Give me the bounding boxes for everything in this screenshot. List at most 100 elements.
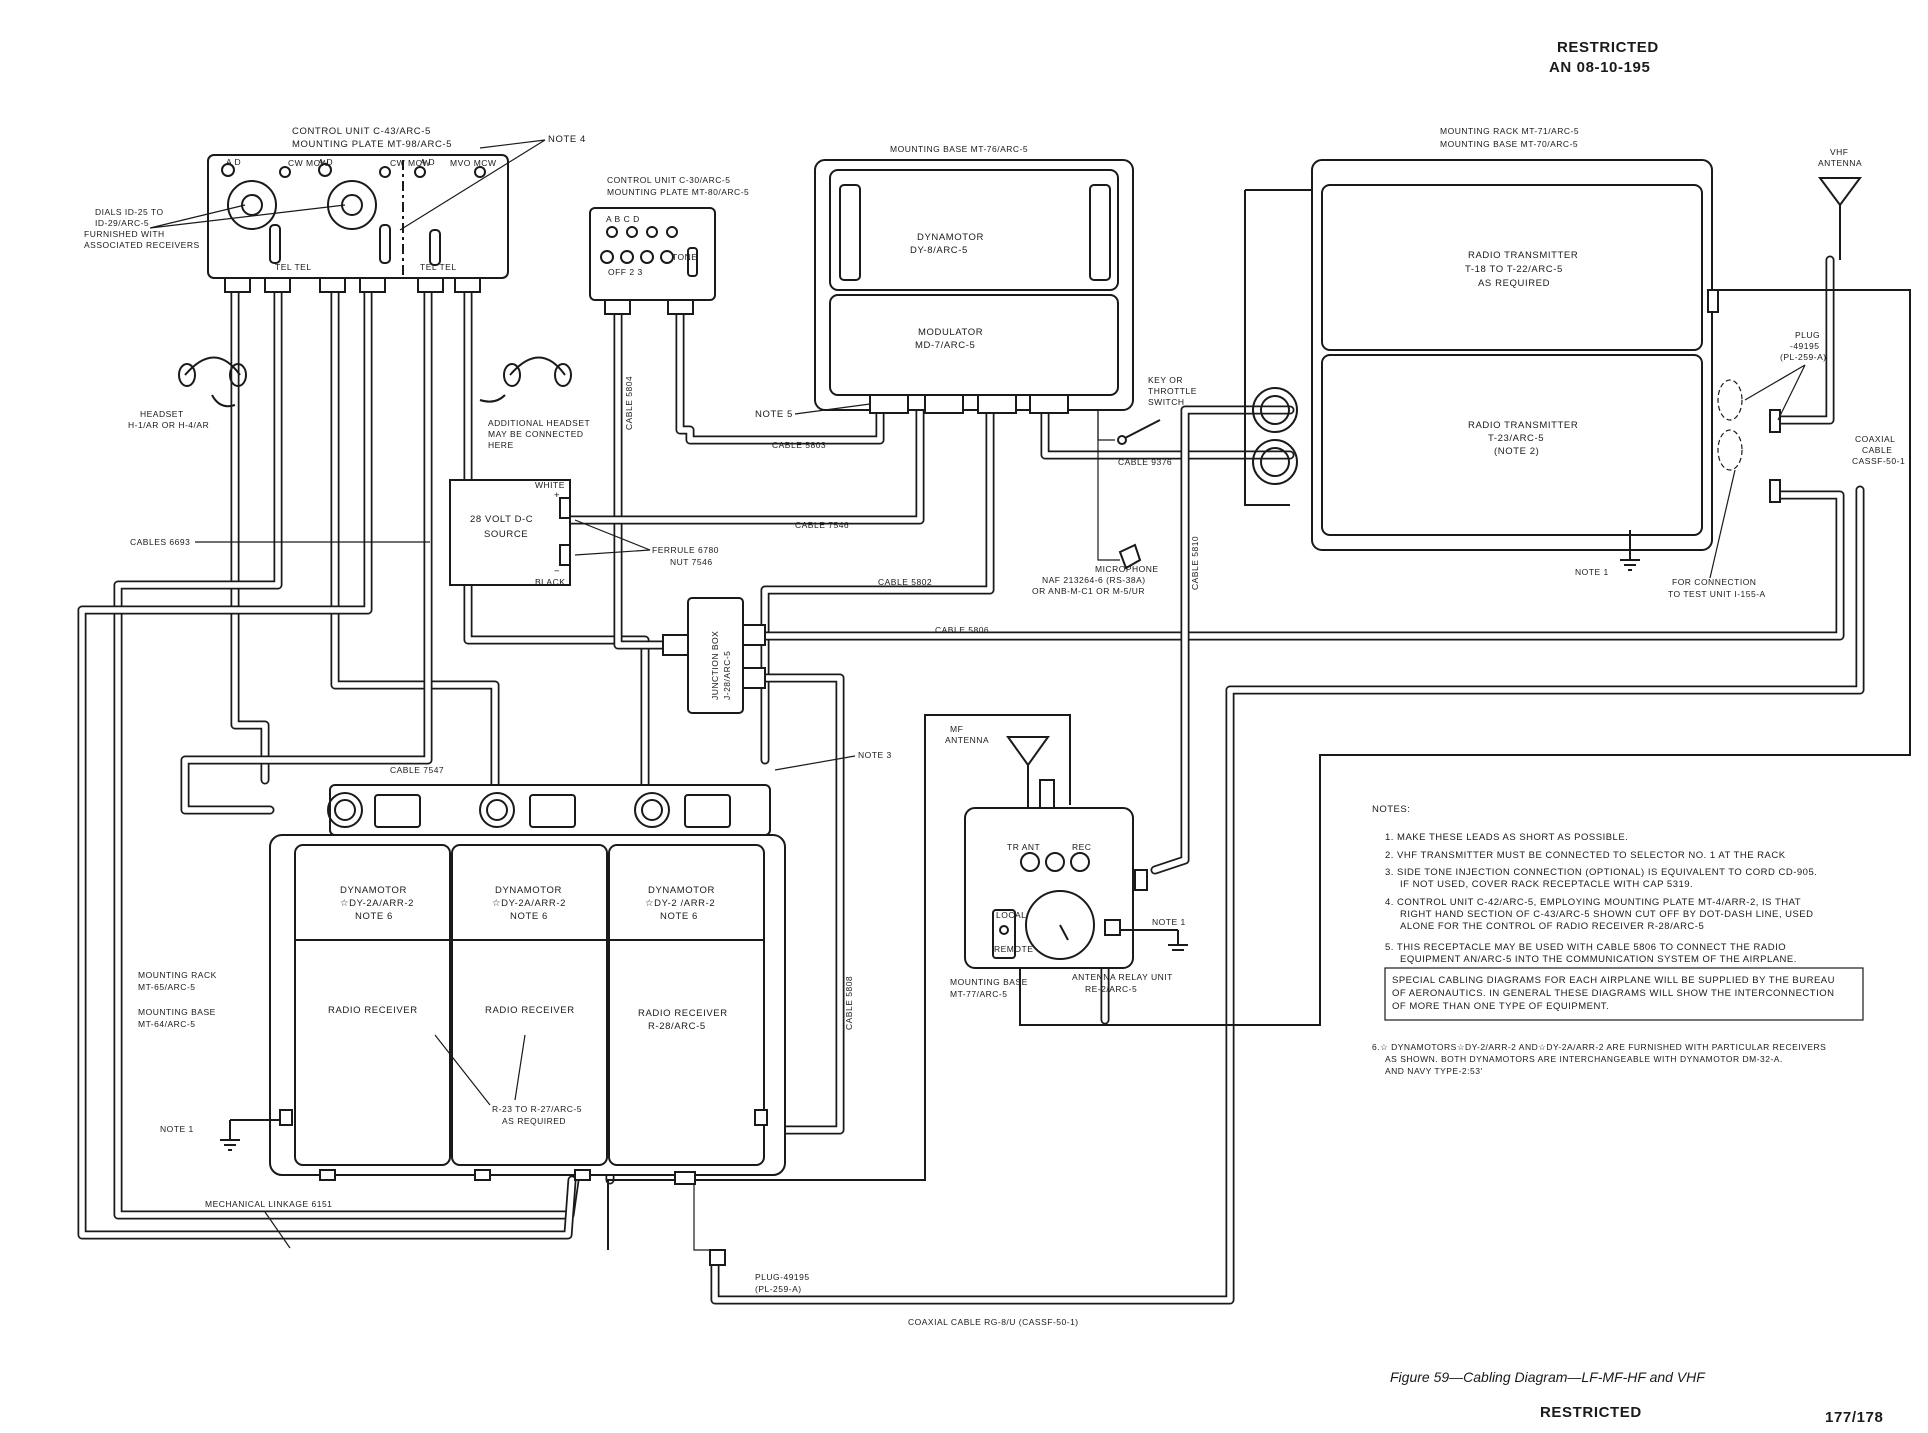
antenna-relay-label-1: ANTENNA RELAY UNIT: [1072, 972, 1173, 982]
coaxial-right-label-1: COAXIAL: [1855, 434, 1895, 444]
dynamotor-1-label-1: DYNAMOTOR: [340, 885, 407, 896]
additional-headset-icon: [479, 356, 572, 403]
key-switch-label-2: THROTTLE: [1148, 386, 1197, 396]
mounting-rack-mt65-label-5: MT-64/ARC-5: [138, 1019, 195, 1029]
svg-text:TEL TEL: TEL TEL: [420, 262, 457, 272]
rec-label: REC: [1072, 842, 1091, 852]
mounting-rack-mt71: [1252, 159, 1781, 571]
transmitter-1-label-2: T-18 TO T-22/ARC-5: [1465, 264, 1563, 275]
plug-top-label-1: PLUG: [1795, 330, 1820, 340]
cable-7546-label: CABLE 7546: [795, 520, 849, 530]
key-switch-label-1: KEY OR: [1148, 375, 1183, 385]
junction-box-label-1: JUNCTION BOX: [710, 631, 720, 700]
mounting-base-mt77-label-2: MT-77/ARC-5: [950, 989, 1007, 999]
key-switch-icon: [1117, 419, 1161, 445]
headset-icon: [178, 356, 247, 408]
note3-label: NOTE 3: [858, 750, 892, 760]
coaxial-bottom-label: COAXIAL CABLE RG-8/U (CASSF-50-1): [908, 1317, 1079, 1327]
receiver-selector-bar: [327, 784, 771, 836]
vhf-antenna-label-2: ANTENNA: [1818, 158, 1862, 168]
receiver-3-label-1: RADIO RECEIVER: [638, 1008, 728, 1019]
svg-text:TEL TEL: TEL TEL: [275, 262, 312, 272]
antenna-relay-label-2: RE-2/ARC-5: [1085, 984, 1137, 994]
cable-runs: [77, 255, 1865, 1305]
note-4-line-2: RIGHT HAND SECTION OF C-43/ARC-5 SHOWN C…: [1400, 909, 1814, 920]
headset-label-2: H-1/AR OR H-4/AR: [128, 420, 209, 430]
transmitter-2-label-3: (NOTE 2): [1494, 446, 1539, 457]
plug-top-label-2: -49195: [1790, 341, 1819, 351]
additional-headset-label-2: MAY BE CONNECTED: [488, 429, 584, 439]
cable-5804-label: CABLE 5804: [624, 376, 634, 430]
doc-number: AN 08-10-195: [1549, 59, 1650, 76]
junction-box: JUNCTION BOX J-28/ARC-5: [662, 597, 766, 714]
note-6-line-2: AS SHOWN. BOTH DYNAMOTORS ARE INTERCHANG…: [1385, 1054, 1783, 1064]
note-2-line-1: 2. VHF TRANSMITTER MUST BE CONNECTED TO …: [1385, 850, 1786, 861]
headset-label-1: HEADSET: [140, 409, 184, 419]
svg-text:OFF 2 3: OFF 2 3: [608, 267, 643, 277]
svg-text:CW MCW: CW MCW: [390, 158, 431, 168]
svg-text:CW MCW: CW MCW: [288, 158, 329, 168]
coaxial-right-label-2: CABLE: [1862, 445, 1892, 455]
note-5-line-1: 5. THIS RECEPTACLE MAY BE USED WITH CABL…: [1385, 942, 1786, 953]
cable-5808-label: CABLE 5808: [844, 976, 854, 1030]
transmitter-2-label-2: T-23/ARC-5: [1488, 433, 1544, 444]
wiring-lines: [607, 189, 1911, 1251]
transmitter-1-label-1: RADIO TRANSMITTER: [1468, 250, 1578, 261]
note4-leader: [399, 139, 546, 231]
transmitter-2-label-1: RADIO TRANSMITTER: [1468, 420, 1578, 431]
modulator-label-2: MD-7/ARC-5: [915, 340, 975, 351]
modulator-label-1: MODULATOR: [918, 327, 983, 338]
cable-5806-label: CABLE 5806: [935, 625, 989, 635]
control-unit-c30-label-2: MOUNTING PLATE MT-80/ARC-5: [607, 187, 749, 197]
ground-icon: [220, 1119, 280, 1151]
transmitter-1-label-3: AS REQUIRED: [1478, 278, 1550, 289]
source-label-2: SOURCE: [484, 529, 528, 540]
antenna-relay-unit: [964, 779, 1148, 969]
dynamotor-2-label-2: ☆DY-2A/ARR-2: [492, 898, 566, 909]
mechanical-linkage-label: MECHANICAL LINKAGE 6151: [205, 1199, 332, 1209]
additional-headset-label-3: HERE: [488, 440, 514, 450]
key-switch-label-3: SWITCH: [1148, 397, 1185, 407]
note-3-line-2: IF NOT USED, COVER RACK RECEPTACLE WITH …: [1400, 879, 1693, 890]
mounting-base-mt76: [814, 159, 1134, 414]
microphone-label-2: NAF 213264-6 (RS-38A): [1042, 575, 1146, 585]
note-4-line-1: 4. CONTROL UNIT C-42/ARC-5, EMPLOYING MO…: [1385, 897, 1801, 908]
microphone-label-3: OR ANB-M-C1 OR M-5/UR: [1032, 586, 1145, 596]
note5-label: NOTE 5: [755, 409, 793, 420]
note1-relay-label: NOTE 1: [1152, 917, 1186, 927]
note-4-line-3: ALONE FOR THE CONTROL OF RADIO RECEIVER …: [1400, 921, 1704, 932]
relay-ground-icon: [1120, 929, 1188, 951]
svg-text:A D: A D: [318, 157, 333, 167]
dynamotor-3-label-1: DYNAMOTOR: [648, 885, 715, 896]
cable-9376-label: CABLE 9376: [1118, 457, 1172, 467]
coaxial-right-label-3: CASSF-50-1: [1852, 456, 1905, 466]
ferrule-label-1: FERRULE 6780: [652, 545, 719, 555]
svg-text:−: −: [554, 566, 560, 577]
dynamotor-2-label-1: DYNAMOTOR: [495, 885, 562, 896]
special-line-1: SPECIAL CABLING DIAGRAMS FOR EACH AIRPLA…: [1392, 975, 1835, 986]
plug-bottom-label-1: PLUG-49195: [755, 1272, 810, 1282]
svg-text:ASSOCIATED RECEIVERS: ASSOCIATED RECEIVERS: [84, 240, 200, 250]
dynamotor-2-label-3: NOTE 6: [510, 911, 548, 922]
plug-top-label-3: (PL-259-A): [1780, 352, 1827, 362]
dynamotor-1-label-3: NOTE 6: [355, 911, 393, 922]
svg-text:+: +: [554, 490, 560, 501]
remote-label: REMOTE: [994, 944, 1033, 954]
mounting-base-mt76-label: MOUNTING BASE MT-76/ARC-5: [890, 144, 1028, 154]
mounting-rack-mt65-label-2: MT-65/ARC-5: [138, 982, 195, 992]
cable-5810-label: CABLE 5810: [1190, 536, 1200, 590]
svg-text:MVO MCW: MVO MCW: [450, 158, 496, 168]
microphone-icon: [1118, 543, 1142, 570]
receivers-required-label-1: R-23 TO R-27/ARC-5: [492, 1104, 582, 1114]
mounting-base-mt77-label-1: MOUNTING BASE: [950, 977, 1028, 987]
dynamotor-dy8-label-2: DY-8/ARC-5: [910, 245, 968, 256]
notes-block: NOTES: 1. MAKE THESE LEADS AS SHORT AS P…: [1372, 804, 1864, 1076]
dynamotor-3-label-3: NOTE 6: [660, 911, 698, 922]
source-label-1: 28 VOLT D-C: [470, 514, 533, 525]
control-unit-c43: A D A D A D CW MCW CW MCW MVO MCW TEL TE…: [207, 154, 509, 293]
svg-text:TONE: TONE: [672, 252, 697, 262]
cable-5802-label: CABLE 5802: [878, 577, 932, 587]
cable-7547-label: CABLE 7547: [390, 765, 444, 775]
receiver-1-label: RADIO RECEIVER: [328, 1005, 418, 1016]
